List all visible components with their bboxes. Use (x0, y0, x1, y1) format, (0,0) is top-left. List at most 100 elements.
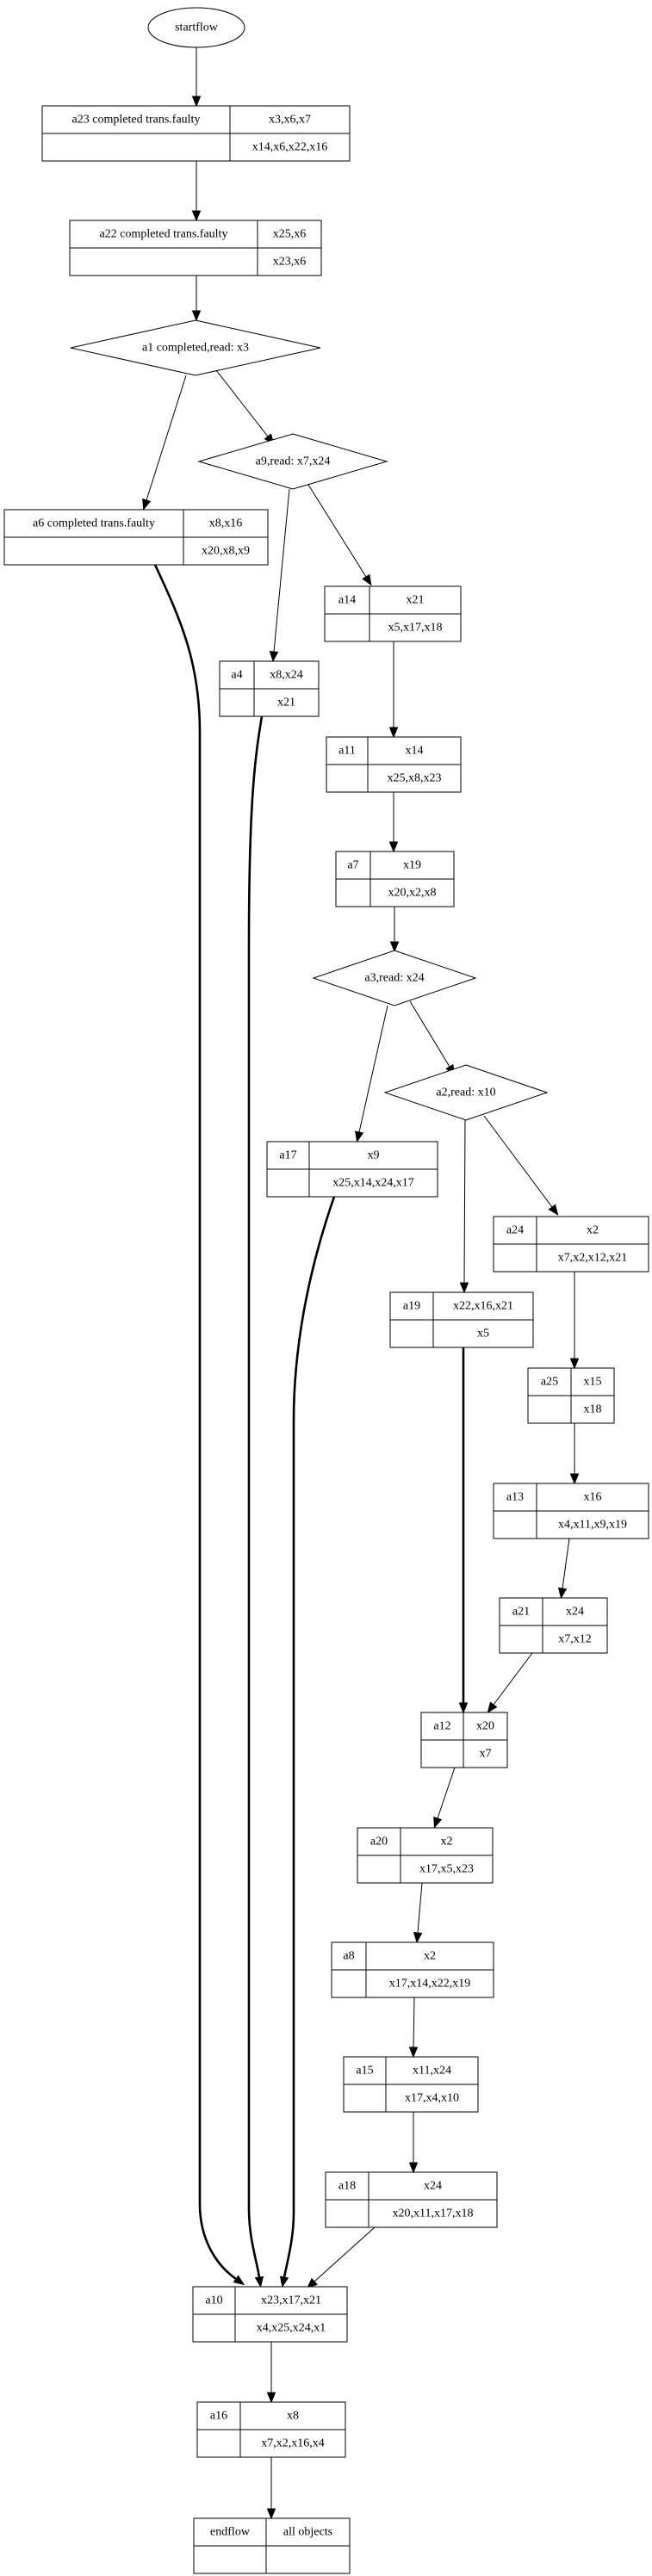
edge-a9-to-a14 (307, 484, 372, 586)
node-label: a19 (403, 1300, 420, 1313)
arrow-head-icon (254, 2276, 264, 2288)
node-bottom-objects: x7,x2,x16,x4 (261, 2437, 325, 2450)
node-top-objects: x14 (406, 745, 424, 758)
node-bottom-objects: x17,x5,x23 (419, 1863, 474, 1876)
node-top-objects: x9 (368, 1149, 380, 1162)
edge-a13-to-a21 (557, 1538, 570, 1600)
edge-line (273, 488, 290, 653)
node-bottom-objects: x4,x11,x9,x19 (558, 1519, 627, 1532)
edge-a15-to-a18 (408, 2112, 419, 2174)
node-top-objects: x8 (287, 2410, 299, 2423)
edge-a6-to-a10 (153, 564, 245, 2286)
edge-a3-to-a17 (354, 1005, 388, 1143)
arrow-head-icon (388, 841, 399, 853)
arrow-head-icon (142, 498, 152, 511)
arrow-head-icon (279, 2276, 289, 2288)
arrow-head-icon (191, 310, 202, 322)
arrow-head-icon (487, 1701, 498, 1713)
edge-a25-to-a13 (569, 1423, 580, 1485)
edge-a11-to-a7 (388, 792, 399, 853)
node-a2[interactable]: a2,read: x10 (383, 1064, 549, 1121)
arrow-head-icon (354, 1130, 364, 1143)
start-label: startflow (175, 22, 219, 34)
edge-a7-to-a3 (389, 907, 400, 953)
arrow-head-icon (362, 573, 372, 586)
node-a1[interactable]: a1 completed,read: x3 (70, 319, 321, 376)
edge-a8-to-a15 (408, 1997, 419, 2059)
arrow-head-icon (459, 1282, 469, 1294)
node-label: a22 completed trans.faulty (100, 228, 228, 241)
node-top-objects: x2 (424, 1950, 436, 1963)
end-node[interactable]: endflow all objects (193, 2517, 351, 2574)
node-label: a23 completed trans.faulty (72, 114, 201, 127)
node-label: a4 (231, 669, 242, 682)
edge-line (409, 1000, 450, 1068)
edge-line (483, 1115, 553, 1208)
edge-a2-to-a24 (483, 1115, 559, 1216)
edge-line (562, 1538, 570, 1589)
node-bottom-objects: x21 (277, 697, 295, 709)
node-a16[interactable]: a16 x8 x7,x2,x16,x4 (196, 2401, 346, 2458)
arrow-head-icon (266, 2392, 276, 2404)
node-label: a6 completed trans.faulty (33, 517, 155, 530)
edge-startflow-to-a23 (191, 47, 202, 108)
node-label: a7 (347, 859, 358, 872)
edge-a22-to-a1 (191, 276, 202, 322)
node-bottom-objects: x17,x14,x22,x19 (389, 1978, 471, 1991)
edge-a1-to-a6 (142, 375, 187, 511)
arrow-head-icon (389, 941, 400, 953)
node-label: a16 (210, 2410, 227, 2423)
decision-diamond (383, 1064, 549, 1121)
edge-a16-to-endflow (266, 2457, 276, 2520)
edge-line (417, 1882, 423, 1934)
node-a3[interactable]: a3,read: x24 (312, 950, 477, 1006)
node-a17[interactable]: a17 x9 x25,x14,x24,x17 (266, 1141, 438, 1198)
node-label: a17 (279, 1149, 296, 1162)
arrow-head-icon (388, 727, 399, 739)
start-node[interactable]: startflow (147, 7, 245, 48)
edge-line (307, 484, 367, 578)
edge-line (358, 1005, 388, 1133)
node-label: a25 (541, 1376, 558, 1389)
end-label: endflow (210, 2526, 251, 2539)
node-a9[interactable]: a9,read: x7,x24 (197, 433, 388, 490)
arrow-head-icon (269, 651, 279, 663)
end-objects: all objects (283, 2526, 332, 2539)
start-ellipse (147, 7, 245, 48)
edge-line (215, 369, 269, 437)
arrow-head-icon (569, 1473, 580, 1485)
arrow-head-icon (557, 1587, 568, 1600)
node-bottom-objects: x18 (584, 1403, 602, 1416)
arrow-head-icon (233, 2275, 245, 2286)
arrow-head-icon (191, 210, 202, 222)
node-label: a9,read: x7,x24 (256, 455, 331, 468)
edge-a18-to-a10 (306, 2226, 376, 2289)
node-label: a11 (338, 745, 356, 758)
arrow-head-icon (569, 1358, 580, 1370)
node-bottom-objects: x25,x14,x24,x17 (332, 1177, 414, 1190)
node-top-objects: x20 (476, 1720, 494, 1733)
node-top-objects: x22,x16,x21 (453, 1300, 513, 1313)
edge-a17-to-a10 (279, 1196, 336, 2288)
node-top-objects: x2 (441, 1836, 453, 1848)
node-bottom-objects: x23,x6 (273, 256, 307, 269)
node-top-objects: x8,x16 (209, 517, 243, 530)
